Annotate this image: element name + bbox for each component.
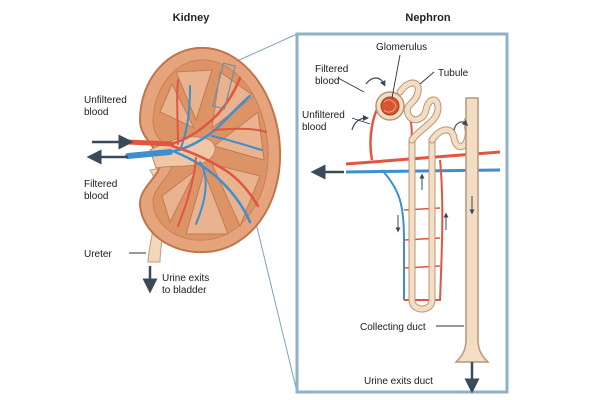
flow-arrow-tubule bbox=[453, 119, 469, 131]
renal-arteries bbox=[125, 76, 267, 227]
flow-arrow-filtered bbox=[365, 77, 386, 87]
label-unfiltered-blood-nephron-l1: Unfiltered bbox=[302, 110, 345, 121]
label-filtered-blood-nephron-l1: Filtered bbox=[315, 64, 348, 75]
svg-text:Unfiltered blood: Unfiltered blood bbox=[302, 110, 348, 133]
vasa-recta-red bbox=[404, 159, 444, 301]
label-filtered-blood-kidney-l2: blood bbox=[84, 191, 108, 202]
flow-arrow-unfiltered bbox=[351, 115, 369, 131]
label-unfiltered-blood-kidney-l1: Unfiltered bbox=[84, 95, 127, 106]
label-urine-exits-l2: to bladder bbox=[162, 285, 207, 296]
svg-text:Filtered blood: Filtered blood bbox=[84, 179, 120, 202]
nephron-illustration bbox=[345, 79, 501, 363]
nephron-title: Nephron bbox=[405, 12, 451, 24]
label-glomerulus: Glomerulus bbox=[376, 42, 427, 53]
label-urine-exits-l1: Urine exits bbox=[162, 273, 209, 284]
label-unfiltered-blood-kidney-l2: blood bbox=[84, 107, 108, 118]
label-urine-exits-duct: Urine exits duct bbox=[364, 376, 433, 387]
label-tubule: Tubule bbox=[438, 68, 469, 79]
label-filtered-blood-kidney-l1: Filtered bbox=[84, 179, 117, 190]
svg-text:Unfiltered blood: Unfiltered blood bbox=[84, 95, 130, 118]
collecting-duct bbox=[454, 97, 490, 363]
svg-text:Filtered blood: Filtered blood bbox=[315, 64, 351, 87]
svg-text:Urine exits to bladder: Urine exits to bladder bbox=[162, 273, 212, 296]
zoom-box bbox=[212, 62, 236, 110]
label-unfiltered-blood-nephron-l2: blood bbox=[302, 122, 326, 133]
label-collecting-duct: Collecting duct bbox=[360, 322, 426, 333]
kidney-illustration bbox=[125, 46, 282, 263]
nephron-leader-lines bbox=[337, 54, 464, 327]
label-ureter: Ureter bbox=[84, 249, 112, 260]
glomerulus bbox=[380, 96, 400, 116]
label-filtered-blood-nephron-l2: blood bbox=[315, 76, 339, 87]
kidney-title: Kidney bbox=[173, 12, 211, 24]
